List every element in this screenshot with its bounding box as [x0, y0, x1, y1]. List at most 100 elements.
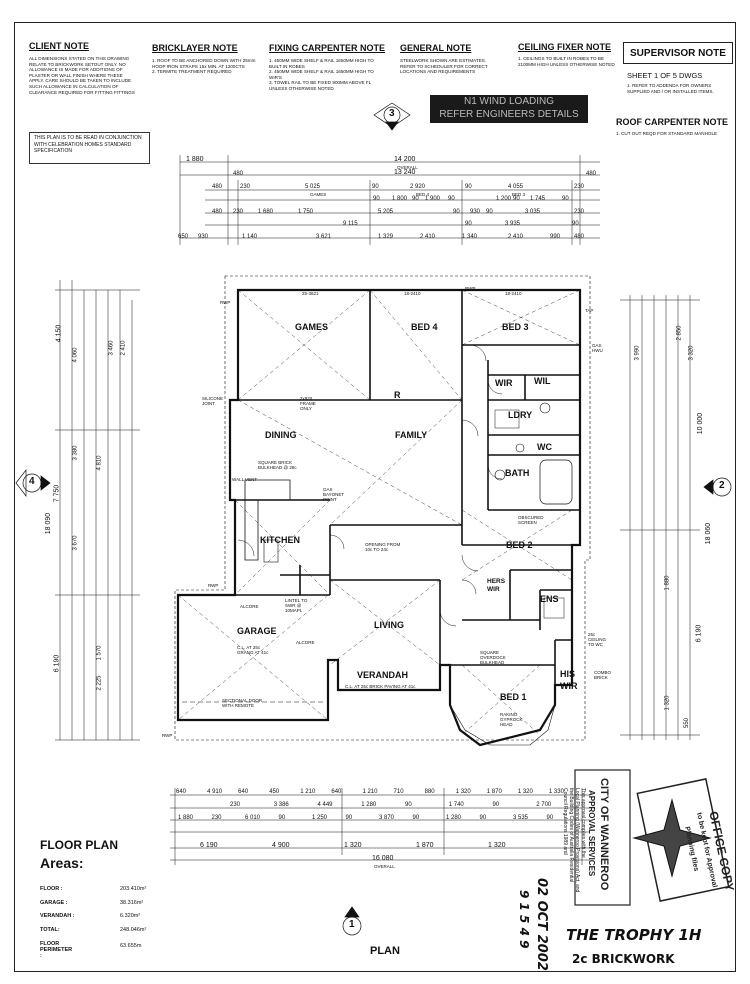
bottom-dim-row2-6: 90 [492, 802, 500, 808]
plan-label: PLAN [370, 945, 400, 957]
stamp-date: 02 OCT 2002 [534, 878, 549, 971]
bottom-dim-row3-5: 90 [345, 815, 353, 821]
bottom-dimension-lines [170, 788, 590, 865]
wind-loading-line2: REFER ENGINEERS DETAILS [439, 109, 579, 120]
top-dim-r3-480: 480 [212, 184, 223, 190]
section-marker-4 [15, 468, 51, 498]
top-dim-r4-6: 90 [513, 196, 520, 202]
door-swings [237, 344, 503, 627]
bottom-dim-row2-1: 3 386 [273, 802, 289, 808]
stamp-approval: APPROVAL SERVICES [587, 790, 596, 877]
top-dim-r5-1: 230 [233, 209, 244, 215]
room-bath: BATH [505, 468, 530, 478]
top-dim-r6-0: 9 115 [343, 221, 358, 227]
drawing-frame [14, 22, 736, 972]
fridge-space [263, 539, 279, 563]
right-dim-8: 550 [684, 717, 691, 729]
right-dimension-lines [620, 295, 700, 740]
top-dim-overall: OVERALL [397, 165, 418, 170]
left-dim-7: 18 090 [45, 512, 53, 535]
section-marker-4-label: 4 [29, 476, 35, 487]
bottom-dim-row1-1: 4 910 [207, 789, 223, 795]
bottom-dim-row3-8: 1 280 [446, 815, 462, 821]
bottom-dim-row3-9: 90 [479, 815, 487, 821]
top-dim-r6-1: 90 [465, 221, 472, 227]
right-dim-1: 2 850 [676, 325, 683, 341]
room-wc: WC [537, 442, 552, 452]
top-dim-r7-6: 1 340 [462, 234, 478, 240]
laundry-bench [494, 409, 520, 429]
room-verandah: VERANDAH [357, 670, 409, 680]
section-marker-2 [703, 477, 732, 497]
raking-note: RAKING GYPROCK HEAD [500, 712, 523, 727]
top-dim-r7-7: 2 410 [508, 234, 524, 240]
bottom-dim-row1-6: 1 210 [362, 789, 378, 795]
stamp-fine-2: Local Planning (Wanneroo Provisions) Act… [574, 788, 580, 893]
section-marker-3-label: 3 [389, 108, 395, 119]
top-dim-r3-90a: 90 [372, 184, 379, 190]
top-dim-r3-4055: 4 055 [508, 184, 524, 190]
top-dim-r5-7: 90 [486, 209, 493, 215]
room-bed4: BED 4 [411, 322, 438, 332]
top-dim-r7-4: 1 329 [378, 234, 394, 240]
bottom-dim-row1-12: 1 330 [548, 789, 564, 795]
games-beam: 25-3621 [302, 291, 319, 296]
right-dim-0: 3 990 [634, 345, 641, 361]
section-marker-3 [373, 102, 411, 131]
wall-vent-note: WALL VENT [232, 477, 258, 482]
top-dim-r3-90b: 90 [465, 184, 472, 190]
right-dim-3: 10 000 [697, 412, 705, 435]
top-dim-r7-5: 2 410 [420, 234, 436, 240]
left-dim-8: 3 670 [72, 535, 79, 551]
top-dim-r5-3: 1 750 [298, 209, 314, 215]
left-dimension-lines [55, 280, 140, 741]
bed4-beam: 18-2410 [404, 291, 421, 296]
top-dim-1880: 1 880 [186, 156, 204, 163]
top-dim-r4-5: 1 200 [496, 196, 512, 202]
top-dim-r4-4: 90 [448, 196, 455, 202]
top-dim-r7-9: 480 [574, 234, 585, 240]
general-note-text: STEELWORK SHOWN ARE ESTIMATES. REFER TO … [400, 58, 488, 75]
bottom-dim-row3-11: 90 [546, 815, 554, 821]
left-dim-3: 2 410 [120, 340, 127, 356]
bottom-dim-row1-7: 710 [393, 789, 404, 795]
top-dim-14200: 14 200 [394, 156, 416, 163]
area-label-floor: FLOOR : [40, 886, 63, 892]
alcore-note-2: ALCORE [296, 640, 315, 645]
room-wir: WIR [495, 378, 513, 388]
bottom-dim-row1-3: 450 [269, 789, 280, 795]
top-dim-r4-3: 1 900 [425, 196, 441, 202]
verandah-ceiling-note: C.L. AT 25c BRICK PAVING AT 41c [345, 684, 416, 689]
bottom-dim-row2-7: 2 700 [536, 802, 552, 808]
area-value-verandah: 6.320m² [120, 913, 141, 919]
opening-note: OPENING FROM 10c TO 24c [365, 542, 401, 552]
bottom-dim-row3-6: 3 870 [379, 815, 395, 821]
room-laundry: LDRY [508, 410, 533, 420]
top-dim-r5-2: 1 680 [258, 209, 274, 215]
wc-pan [515, 443, 525, 453]
bricklayer-note-text: 1. ROOF TO BE ANCHORED DOWN WITH 25mm HO… [152, 58, 256, 75]
top-dim-r3-230b: 230 [574, 184, 585, 190]
stamp-fine-1: This approval complies with the [580, 788, 586, 858]
garage-ceiling-note: C.L. AT 25c GRANO AT 41c [237, 645, 269, 655]
area-label-total: TOTAL: [40, 927, 60, 933]
tap-note: TAP [585, 308, 594, 313]
trough [539, 402, 551, 414]
section-marker-1-label: 1 [349, 919, 355, 930]
top-dim-r5-4: 5 205 [378, 209, 394, 215]
left-dim-11: 1 570 [96, 645, 103, 661]
bottom-dim-row1-10: 1 870 [486, 789, 502, 795]
top-dim-r7-3: 3 621 [316, 234, 332, 240]
room-kitchen: KITCHEN [260, 535, 300, 545]
supervisor-note-text: 1. REFER TO ADDENDA FOR OWNERS SUPPLIED … [627, 83, 714, 94]
bottom-dim-row3-7: 90 [412, 815, 420, 821]
frame-only-note: 2x920 FRAME ONLY [300, 396, 316, 411]
fixing-carpenter-note-title: FIXING CARPENTER NOTE [269, 43, 386, 53]
section-marker-2-label: 2 [719, 480, 725, 491]
room-living: LIVING [374, 620, 405, 630]
rwp-note-1: RWP [220, 300, 231, 305]
top-dim-r5-8: 3 035 [525, 209, 541, 215]
fixing-carpenter-note-text: 1. 450MM WIDE SHELF & RAIL 1650MM HIGH T… [269, 58, 374, 91]
section-marker-1 [342, 906, 362, 936]
